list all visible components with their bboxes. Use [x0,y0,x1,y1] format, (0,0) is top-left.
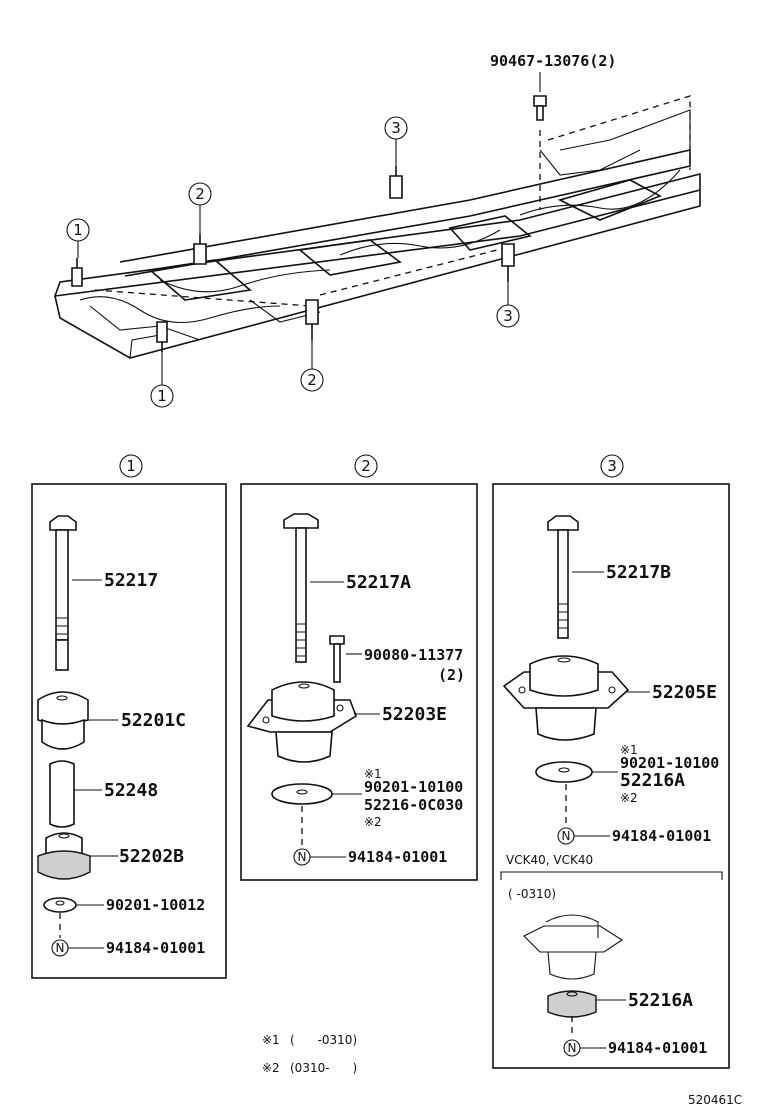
svg-text:2: 2 [307,371,317,389]
mount-1-rear-left [71,258,83,287]
group-3-nut-symbol: N [562,829,571,843]
vehicle-frame-illustration [53,95,701,359]
part-90080-11377: 90080-11377 [364,646,463,664]
part-52217: 52217 [104,570,158,591]
group-1-nut-symbol: N [56,941,65,955]
part-52201C: 52201C [121,710,186,731]
part-52203E: 52203E [382,704,447,725]
callout-2-top: 2 [188,182,212,234]
part-94184-01001-g1: 94184-01001 [106,939,205,957]
frame-part-90467: 90467-13076(2) [490,52,616,70]
callout-1-top: 1 [66,218,90,258]
callout-3-top: 3 [384,116,408,166]
mount-3-right [501,243,515,282]
part-94184-01001-sub: 94184-01001 [608,1039,707,1057]
note-mark-2-g3: ※2 [620,791,638,805]
callout-3-bottom: 3 [496,282,520,328]
footnote-2-text: (0310- ) [290,1061,357,1075]
note-mark-1-g3: ※1 [620,743,638,757]
group-3-number: 3 [607,457,617,475]
svg-text:2: 2 [195,185,205,203]
mount-1-rear-right [156,321,168,352]
part-90201-10100-g3: 90201-10100 [620,754,719,772]
svg-text:1: 1 [73,221,83,239]
part-52205E: 52205E [652,682,717,703]
part-94184-01001-g2: 94184-01001 [348,848,447,866]
mount-2-left [193,234,207,265]
mount-2-right [305,299,319,340]
footnote-1-text: ( -0310) [290,1033,357,1047]
group-1: 1 52217 52201C 52248 52202B 90201-10012 [31,454,227,979]
part-52216-0C030: 52216-0C030 [364,796,463,814]
part-94184-01001-g3: 94184-01001 [612,827,711,845]
part-90201-10012: 90201-10012 [106,896,205,914]
diagram-code: 520461C [688,1093,742,1107]
callout-1-bottom: 1 [150,352,174,408]
footnotes: ※1 ( -0310) ※2 (0310- ) [262,1033,357,1075]
part-52216A-sub: 52216A [628,990,693,1011]
note-mark-2-g2: ※2 [364,815,382,829]
part-52202B: 52202B [119,846,184,867]
part-52217A: 52217A [346,572,411,593]
svg-text:3: 3 [503,307,513,325]
group-2-number: 2 [361,457,371,475]
part-90201-10100-g2: 90201-10100 [364,778,463,796]
bolt-90467 [533,95,547,121]
note-mark-1-g2: ※1 [364,767,382,781]
svg-text:1: 1 [157,387,167,405]
part-52216A-g3: 52216A [620,770,685,791]
part-90080-11377-qty: (2) [438,666,465,684]
group-2: 2 52217A 90080-11377 (2) 52203E ※1 90201… [240,454,478,881]
callout-2-bottom: 2 [300,340,324,392]
svg-text:3: 3 [391,119,401,137]
subsection-nut-symbol: N [568,1041,577,1055]
footnote-1-mark: ※1 [262,1033,280,1047]
subsection-models: VCK40, VCK40 [506,853,593,867]
group-3-subsection: VCK40, VCK40 ( -0310) 52216A N 94184-010… [500,853,723,1057]
group-2-nut-symbol: N [298,850,307,864]
part-52248: 52248 [104,780,158,801]
group-1-number: 1 [126,457,136,475]
part-52217B: 52217B [606,562,671,583]
subsection-range: ( -0310) [508,887,556,901]
group-3: 3 52217B 52205E ※1 90201-10100 52216A ※2… [492,454,730,1069]
mount-3-left [389,166,403,199]
footnote-2-mark: ※2 [262,1061,280,1075]
